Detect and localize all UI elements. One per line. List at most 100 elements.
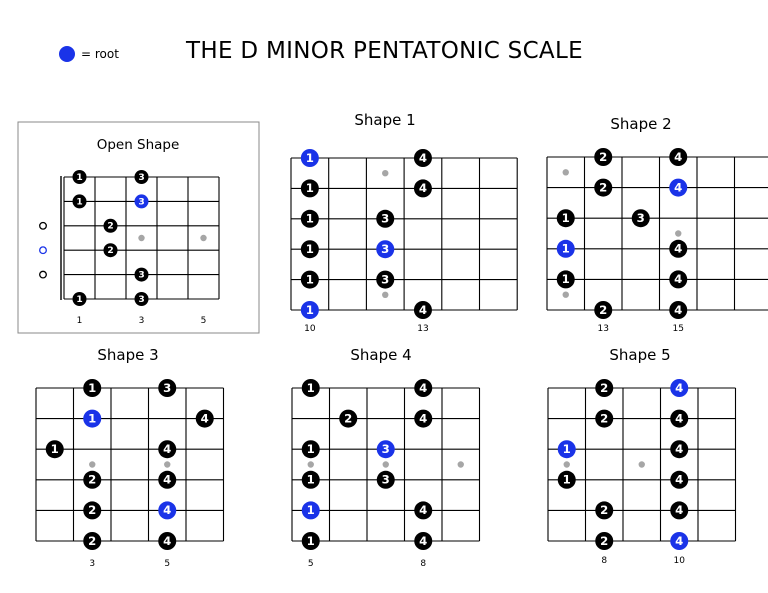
finger-number: 2 bbox=[599, 180, 607, 194]
finger-number: 1 bbox=[563, 473, 571, 487]
finger-number: 1 bbox=[562, 242, 570, 256]
fret-number-label: 13 bbox=[417, 324, 428, 334]
fret-inlay-marker bbox=[675, 230, 682, 237]
finger-number: 1 bbox=[306, 272, 314, 286]
fret-number-label: 13 bbox=[598, 324, 609, 334]
shape-4-title: Shape 4 bbox=[350, 346, 412, 364]
finger-number: 1 bbox=[307, 473, 315, 487]
finger-number: 4 bbox=[163, 473, 171, 487]
note-dot bbox=[376, 270, 395, 289]
note-dot bbox=[594, 178, 613, 197]
finger-number: 1 bbox=[562, 272, 570, 286]
fret-inlay-marker bbox=[638, 461, 645, 468]
note-dot bbox=[669, 239, 688, 258]
finger-number: 1 bbox=[306, 242, 314, 256]
note-dot bbox=[300, 179, 319, 198]
note-dot bbox=[594, 301, 613, 319]
finger-number: 1 bbox=[51, 442, 59, 456]
note-dot bbox=[413, 149, 432, 167]
fret-number-label: 3 bbox=[89, 559, 95, 569]
fret-inlay-marker bbox=[562, 169, 569, 176]
fret-inlay-marker bbox=[382, 291, 389, 298]
finger-number: 4 bbox=[163, 442, 171, 456]
finger-number: 2 bbox=[599, 150, 607, 164]
note-dot bbox=[158, 379, 177, 397]
fret-inlay-marker bbox=[138, 234, 145, 242]
finger-number: 4 bbox=[419, 181, 427, 195]
root-note-dot bbox=[134, 194, 149, 209]
note-dot bbox=[195, 409, 214, 428]
shape-1-title: Shape 1 bbox=[354, 111, 416, 129]
root-legend: = root bbox=[59, 45, 119, 63]
finger-number: 1 bbox=[307, 381, 315, 395]
fret-number-label: 5 bbox=[164, 559, 170, 569]
note-dot bbox=[557, 470, 576, 489]
note-dot bbox=[376, 470, 395, 489]
note-dot bbox=[45, 440, 64, 459]
note-dot bbox=[556, 270, 575, 289]
root-note-dot bbox=[158, 501, 177, 520]
finger-number: 3 bbox=[381, 272, 389, 286]
note-dot bbox=[413, 301, 432, 319]
finger-number: 4 bbox=[675, 534, 683, 548]
finger-number: 3 bbox=[381, 242, 389, 256]
note-dot bbox=[158, 470, 177, 489]
note-dot bbox=[301, 470, 320, 489]
finger-number: 1 bbox=[76, 197, 82, 207]
root-note-dot bbox=[557, 440, 576, 459]
root-note-dot bbox=[301, 501, 320, 520]
fret-inlay-marker bbox=[382, 461, 389, 468]
finger-number: 1 bbox=[307, 534, 315, 548]
open-string-marker bbox=[39, 221, 47, 230]
finger-number: 1 bbox=[88, 411, 96, 425]
note-dot bbox=[103, 243, 118, 258]
finger-number: 4 bbox=[674, 242, 682, 256]
note-dot bbox=[134, 170, 149, 184]
note-dot bbox=[631, 209, 650, 228]
note-dot bbox=[670, 501, 689, 520]
root-note-dot bbox=[376, 240, 395, 259]
note-dot bbox=[83, 379, 102, 397]
note-dot bbox=[72, 170, 87, 184]
finger-number: 4 bbox=[675, 473, 683, 487]
fret-inlay-marker bbox=[307, 461, 314, 468]
finger-number: 1 bbox=[76, 173, 82, 183]
finger-number: 1 bbox=[563, 442, 571, 456]
finger-number: 3 bbox=[381, 212, 389, 226]
fret-number-label: 3 bbox=[139, 316, 145, 326]
note-dot bbox=[103, 218, 118, 233]
note-dot bbox=[670, 440, 689, 459]
finger-number: 4 bbox=[674, 303, 682, 317]
finger-number: 2 bbox=[107, 246, 113, 256]
fret-inlay-marker bbox=[563, 461, 570, 468]
fret-number-label: 8 bbox=[601, 556, 607, 566]
note-dot bbox=[300, 270, 319, 289]
finger-number: 1 bbox=[307, 442, 315, 456]
shape-3-title: Shape 3 bbox=[97, 346, 159, 364]
finger-number: 3 bbox=[138, 295, 144, 305]
finger-number: 4 bbox=[163, 534, 171, 548]
finger-number: 3 bbox=[138, 197, 144, 207]
finger-number: 1 bbox=[562, 211, 570, 225]
open-string-marker bbox=[39, 270, 47, 279]
finger-number: 4 bbox=[419, 151, 427, 165]
root-note-dot bbox=[669, 178, 688, 197]
note-dot bbox=[134, 267, 149, 282]
fret-inlay-marker bbox=[562, 291, 569, 298]
fret-number-label: 10 bbox=[674, 556, 686, 566]
finger-number: 2 bbox=[599, 303, 607, 317]
finger-number: 3 bbox=[163, 381, 171, 395]
finger-number: 1 bbox=[306, 212, 314, 226]
fret-number-label: 1 bbox=[77, 316, 83, 326]
root-note-dot bbox=[556, 239, 575, 258]
finger-number: 1 bbox=[306, 303, 314, 317]
note-dot bbox=[376, 209, 395, 228]
finger-number: 2 bbox=[600, 503, 608, 517]
root-dot-icon bbox=[59, 46, 75, 62]
finger-number: 4 bbox=[675, 381, 683, 395]
note-dot bbox=[670, 470, 689, 489]
